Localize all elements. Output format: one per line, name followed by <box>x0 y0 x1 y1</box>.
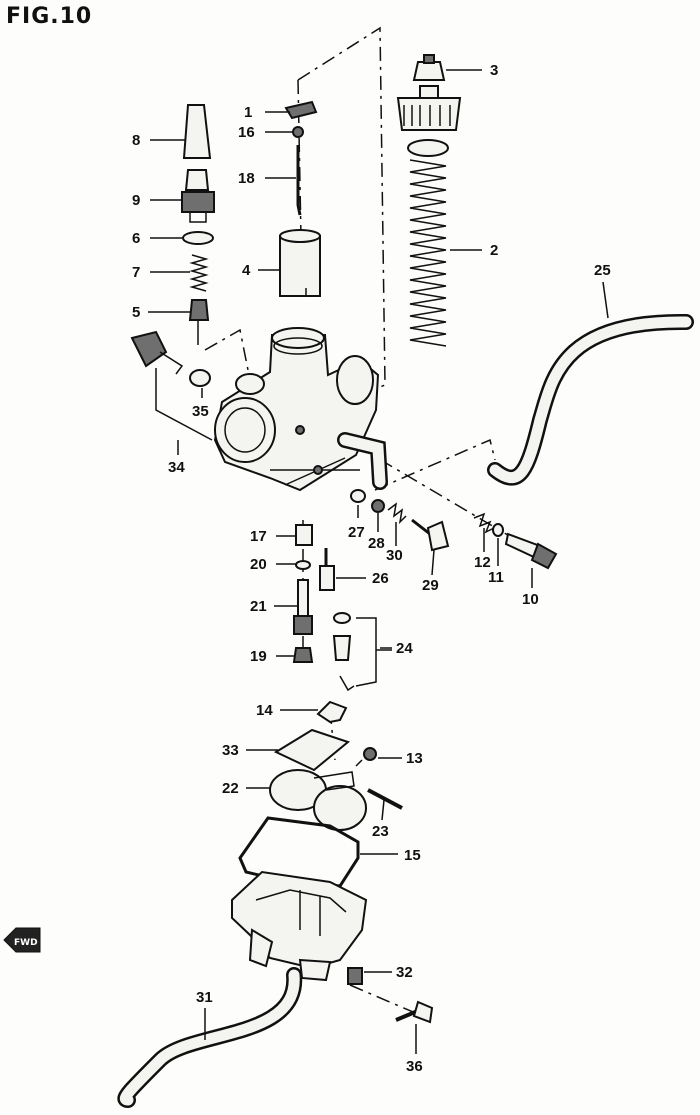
part-top-cover <box>396 85 462 131</box>
part-e-ring <box>292 126 304 138</box>
callout-24: 24 <box>396 640 413 657</box>
callout-13: 13 <box>406 750 423 767</box>
callout-1: 1 <box>244 104 252 121</box>
part-float-chamber <box>231 870 368 982</box>
callout-5: 5 <box>132 304 140 321</box>
part-float-chamber-gasket <box>238 816 360 888</box>
part-spring-12 <box>473 512 495 534</box>
callout-32: 32 <box>396 964 413 981</box>
callout-31: 31 <box>196 989 213 1006</box>
callout-6: 6 <box>132 230 140 247</box>
part-screw-13 <box>355 747 377 767</box>
callout-27: 27 <box>348 524 365 541</box>
part-float-arm-plate <box>316 700 348 724</box>
part-pilot-air-screw <box>130 330 213 441</box>
part-cable-adjuster <box>504 532 558 570</box>
part-starter-plunger <box>188 299 210 345</box>
part-jet-holder-nut <box>295 524 313 546</box>
part-starter-nut <box>181 169 215 223</box>
callout-12: 12 <box>474 554 491 571</box>
callout-20: 20 <box>250 556 267 573</box>
part-float-pin <box>367 788 403 810</box>
callout-4: 4 <box>242 262 251 279</box>
callout-16: 16 <box>238 124 255 141</box>
fwd-arrow-icon: FWD <box>3 927 41 953</box>
part-starter-cap <box>182 104 212 159</box>
callout-labels: 3 1 16 18 4 8 9 6 7 5 2 25 35 34 27 28 3… <box>132 62 611 1075</box>
part-needle-clip <box>284 100 318 120</box>
callout-15: 15 <box>404 847 421 864</box>
part-throttle-stop-screw <box>411 518 450 552</box>
callout-21: 21 <box>250 598 267 615</box>
leader-lines <box>148 69 609 1054</box>
part-starter-spring <box>189 254 209 292</box>
assembly-line-drain <box>349 984 421 1016</box>
callout-8: 8 <box>132 132 140 149</box>
part-float-valve-assy <box>332 612 392 692</box>
part-spring-30 <box>387 502 407 525</box>
part-throttle-valve <box>279 229 321 297</box>
callout-22: 22 <box>222 780 239 797</box>
callout-30: 30 <box>386 547 403 564</box>
part-gasket-plate <box>273 728 351 772</box>
part-o-ring-20 <box>295 560 311 570</box>
part-o-ring-11 <box>492 523 504 537</box>
callout-9: 9 <box>132 192 140 209</box>
callout-17: 17 <box>250 528 267 545</box>
callout-7: 7 <box>132 264 140 281</box>
callout-14: 14 <box>256 702 273 719</box>
callout-36: 36 <box>406 1058 423 1075</box>
part-drain-plug <box>347 967 363 985</box>
callout-11: 11 <box>488 569 504 586</box>
part-o-ring <box>182 231 214 245</box>
part-cap <box>412 54 446 81</box>
part-o-ring-35 <box>189 369 211 387</box>
callout-10: 10 <box>522 591 539 608</box>
part-needle-jet <box>319 548 335 591</box>
callout-25: 25 <box>594 262 611 279</box>
callout-2: 2 <box>490 242 498 259</box>
callout-29: 29 <box>422 577 439 594</box>
part-washer-27 <box>350 489 366 503</box>
part-throttle-spring <box>407 139 449 347</box>
part-float <box>269 769 367 831</box>
part-main-jet-holder <box>293 579 313 635</box>
callout-35: 35 <box>192 403 209 420</box>
callout-33: 33 <box>222 742 239 759</box>
assembly-line-pilot <box>204 328 249 371</box>
callout-18: 18 <box>238 170 255 187</box>
part-o-ring-28 <box>371 499 385 513</box>
callout-34: 34 <box>168 459 185 476</box>
fwd-label: FWD <box>14 938 38 948</box>
callout-19: 19 <box>250 648 267 665</box>
callout-23: 23 <box>372 823 389 840</box>
part-jet-needle <box>296 145 302 216</box>
part-main-jet <box>292 647 314 663</box>
callout-3: 3 <box>490 62 498 79</box>
part-drain-screw <box>395 1000 434 1024</box>
assembly-line-vent <box>374 438 496 491</box>
callout-26: 26 <box>372 570 389 587</box>
figure-title: FIG.10 <box>6 4 93 29</box>
part-carburetor-body <box>213 327 380 492</box>
callout-28: 28 <box>368 535 385 552</box>
